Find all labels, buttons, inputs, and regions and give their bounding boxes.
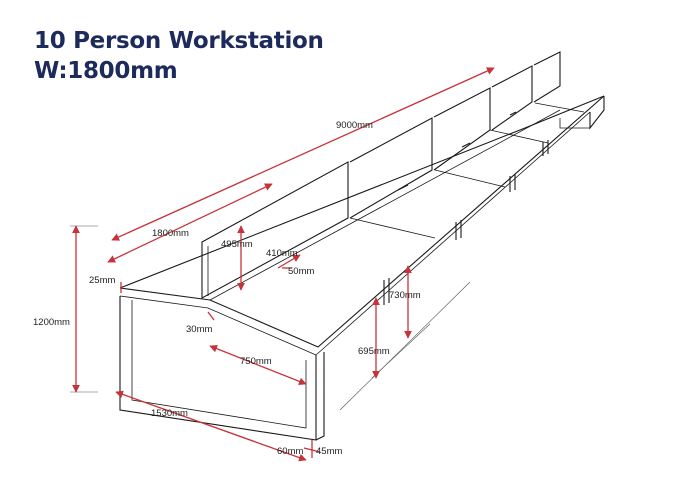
label-frame-inset: 30mm xyxy=(186,324,212,335)
label-desk-depth: 750mm xyxy=(240,356,272,367)
floor-lines xyxy=(339,281,471,411)
label-desk-height-lower: 695mm xyxy=(358,346,390,357)
desk-outline xyxy=(119,95,605,356)
dimension-lines xyxy=(70,67,495,462)
label-total-length: 9000mm xyxy=(336,120,373,131)
label-desk-width: 1800mm xyxy=(152,228,189,239)
label-leg-depth: 45mm xyxy=(316,446,342,457)
title-line-1: 10 Person Workstation xyxy=(34,28,324,54)
label-overall-height: 1200mm xyxy=(33,317,70,328)
label-top-thickness: 25mm xyxy=(89,275,115,286)
label-total-depth: 1530mm xyxy=(151,408,188,419)
label-leg-width: 60mm xyxy=(277,446,303,457)
label-desk-height-upper: 730mm xyxy=(389,290,421,301)
label-screen-height: 495mm xyxy=(221,239,253,250)
label-screen-gap: 50mm xyxy=(288,266,314,277)
label-screen-offset: 410mm xyxy=(266,248,298,259)
